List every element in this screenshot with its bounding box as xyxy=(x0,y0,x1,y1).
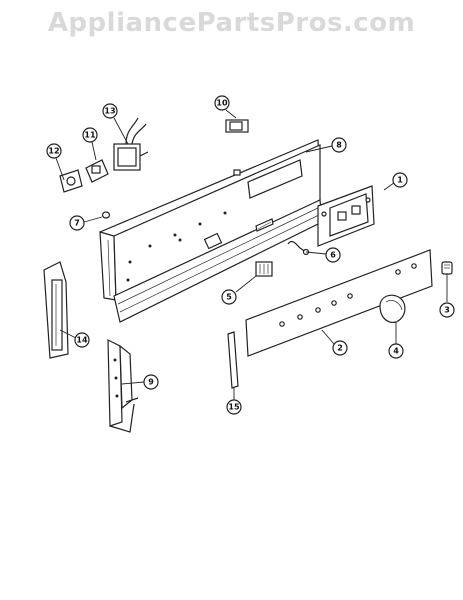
knob-small-part xyxy=(441,261,453,275)
callout-6: 6 xyxy=(325,247,341,263)
callout-9: 9 xyxy=(143,374,159,390)
callout-label: 11 xyxy=(84,131,96,140)
relay-part xyxy=(225,119,249,133)
callout-10: 10 xyxy=(214,95,230,111)
control-overlay-part xyxy=(245,249,433,357)
callout-13: 13 xyxy=(102,103,118,119)
switch-bracket-part xyxy=(317,185,375,247)
trim-strip-part xyxy=(227,331,239,389)
callout-label: 1 xyxy=(397,176,403,185)
callout-4: 4 xyxy=(388,343,404,359)
callout-5: 5 xyxy=(221,289,237,305)
callout-11: 11 xyxy=(82,127,98,143)
selector-switch-part xyxy=(59,169,83,193)
callout-label: 7 xyxy=(74,219,80,228)
callout-label: 8 xyxy=(336,141,342,150)
callout-3: 3 xyxy=(439,302,455,318)
leader-lines xyxy=(55,109,448,400)
watermark-logo: AppliancePartsPros.com xyxy=(47,8,416,38)
callout-label: 10 xyxy=(216,99,228,108)
timer-part xyxy=(113,117,149,171)
callout-label: 2 xyxy=(337,344,343,353)
side-trim-part xyxy=(107,339,139,433)
callout-2: 2 xyxy=(332,340,348,356)
callout-label: 12 xyxy=(48,147,59,156)
push-switch-part xyxy=(85,159,109,183)
callout-7: 7 xyxy=(69,215,85,231)
callout-label: 6 xyxy=(330,251,336,260)
indicator-light-part xyxy=(287,240,310,256)
callout-12: 12 xyxy=(46,143,62,159)
callout-label: 13 xyxy=(104,107,115,116)
callout-8: 8 xyxy=(331,137,347,153)
end-cap-part xyxy=(43,261,69,359)
callout-label: 3 xyxy=(444,306,450,315)
screw-part xyxy=(101,211,111,219)
callout-label: 14 xyxy=(76,336,88,345)
rocker-switch-part xyxy=(255,261,273,277)
callout-14: 14 xyxy=(74,332,90,348)
callout-1: 1 xyxy=(392,172,408,188)
callout-label: 4 xyxy=(393,347,399,356)
knob-large-part xyxy=(379,294,406,323)
callout-label: 5 xyxy=(226,293,232,302)
callout-15: 15 xyxy=(226,399,242,415)
callout-label: 15 xyxy=(228,403,240,412)
callout-label: 9 xyxy=(148,378,154,387)
